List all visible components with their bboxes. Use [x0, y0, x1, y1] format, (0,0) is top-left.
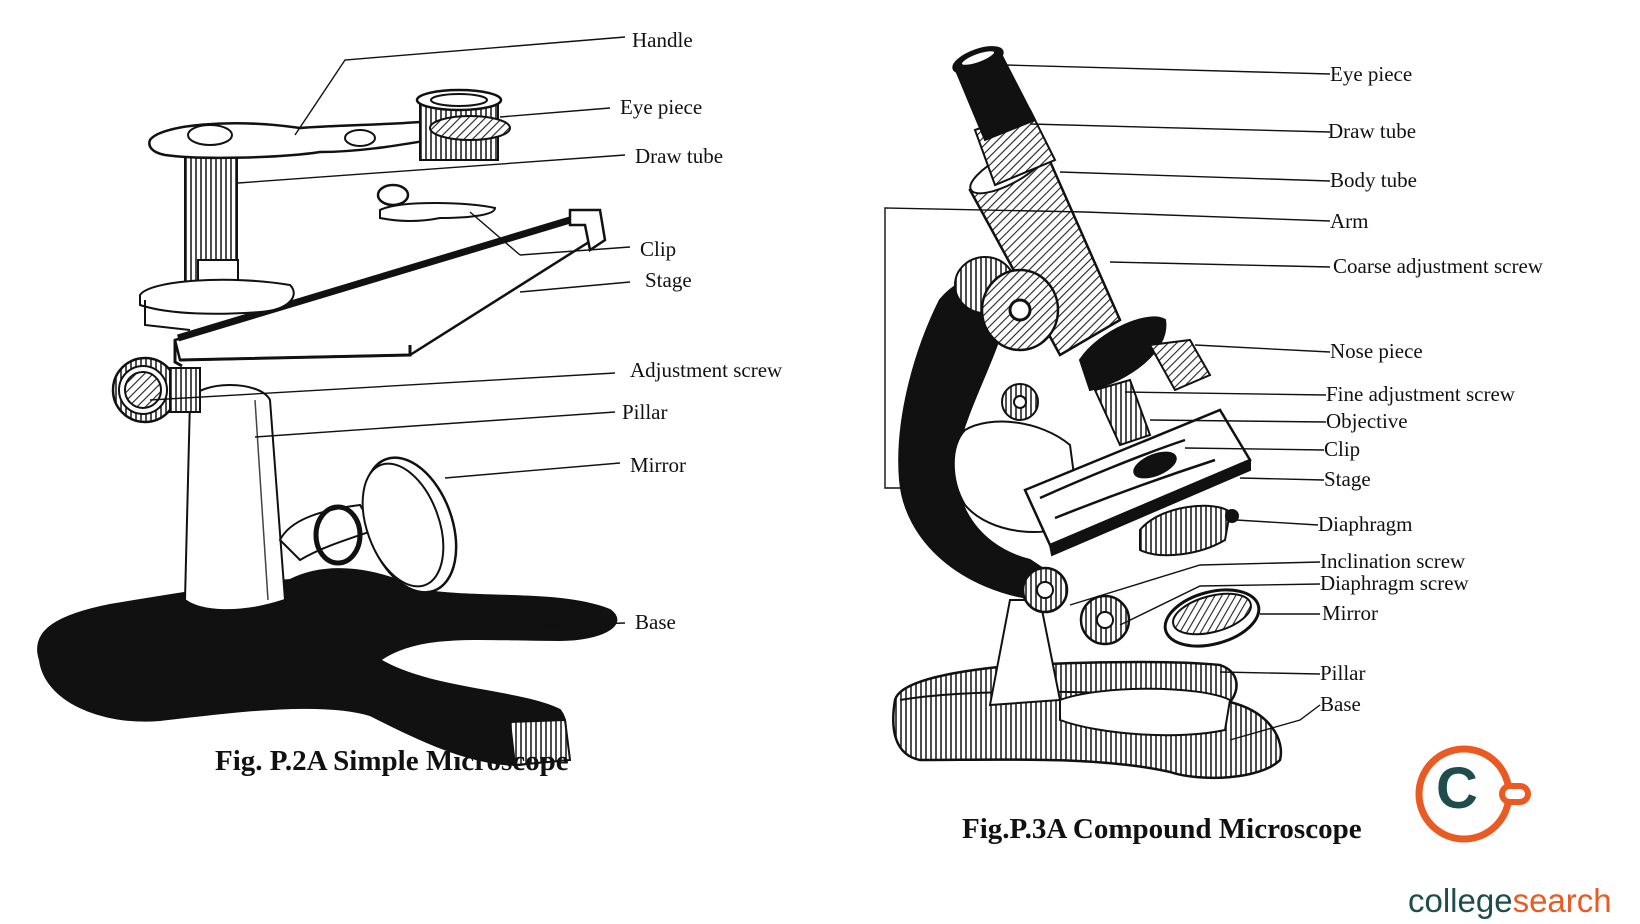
label-pillar: Pillar — [622, 400, 668, 424]
label-coarse-adjustment-screw: Coarse adjustment screw — [1333, 254, 1543, 278]
label-stage: Stage — [645, 268, 692, 292]
collegesearch-logo-text: collegesearch — [1408, 884, 1612, 917]
compound-eye-piece — [952, 46, 1037, 142]
simple-mirror — [278, 456, 458, 594]
simple-adjustment-screw — [111, 356, 201, 424]
label-objective: Objective — [1326, 409, 1408, 433]
collegesearch-logo-mark — [1415, 745, 1531, 843]
label-base-2: Base — [1320, 692, 1361, 716]
logo-text-search: search — [1512, 882, 1612, 919]
compound-stage — [1023, 408, 1252, 557]
label-body-tube: Body tube — [1330, 168, 1417, 192]
logo-text-college: college — [1408, 882, 1513, 919]
label-handle: Handle — [632, 28, 693, 52]
compound-diaphragm — [1139, 504, 1239, 557]
label-eye-piece-2: Eye piece — [1330, 62, 1413, 86]
compound-inclination-screw — [1021, 566, 1069, 614]
label-pillar-2: Pillar — [1320, 661, 1366, 685]
label-fine-adjustment-screw: Fine adjustment screw — [1326, 382, 1515, 406]
simple-leader-lines — [149, 36, 631, 627]
label-adjustment-screw: Adjustment screw — [630, 358, 783, 382]
label-clip: Clip — [640, 237, 677, 261]
simple-clip — [376, 183, 497, 222]
compound-clip — [1039, 438, 1216, 520]
compound-fine-adjustment-screw — [1001, 383, 1039, 421]
compound-caption: Fig.P.3A Compound Microscope — [962, 813, 1362, 845]
simple-draw-tube — [139, 144, 295, 331]
simple-handle — [148, 120, 432, 160]
compound-leader-lines — [884, 64, 1331, 741]
label-diaphragm: Diaphragm — [1318, 512, 1413, 536]
simple-eye-piece — [415, 88, 511, 161]
compound-objective — [1093, 378, 1152, 447]
label-clip-2: Clip — [1324, 437, 1361, 461]
label-nose-piece: Nose piece — [1330, 339, 1423, 363]
simple-microscope-drawing — [37, 88, 618, 767]
label-stage-2: Stage — [1324, 467, 1371, 491]
label-diaphragm-screw: Diaphragm screw — [1320, 571, 1469, 595]
simple-caption: Fig. P.2A Simple Microscope — [215, 745, 569, 777]
compound-nose-piece — [1078, 316, 1212, 392]
simple-pillar — [183, 384, 287, 612]
simple-stage — [173, 208, 607, 368]
label-base: Base — [635, 610, 676, 634]
compound-pillar — [988, 599, 1062, 707]
label-mirror: Mirror — [630, 453, 686, 477]
compound-diaphragm-screw — [1079, 594, 1131, 646]
compound-mirror — [1163, 588, 1261, 648]
compound-coarse-adjustment-screw — [954, 256, 1060, 352]
label-eye-piece: Eye piece — [620, 95, 703, 119]
simple-base-foot — [508, 718, 572, 767]
compound-microscope-drawing — [892, 46, 1283, 780]
label-draw-tube: Draw tube — [635, 144, 724, 168]
label-arm: Arm — [1330, 209, 1369, 233]
label-draw-tube-2: Draw tube — [1328, 119, 1417, 143]
logo-letter-c: C — [1436, 756, 1478, 821]
label-mirror-2: Mirror — [1322, 601, 1378, 625]
label-inclination-screw: Inclination screw — [1320, 549, 1466, 573]
